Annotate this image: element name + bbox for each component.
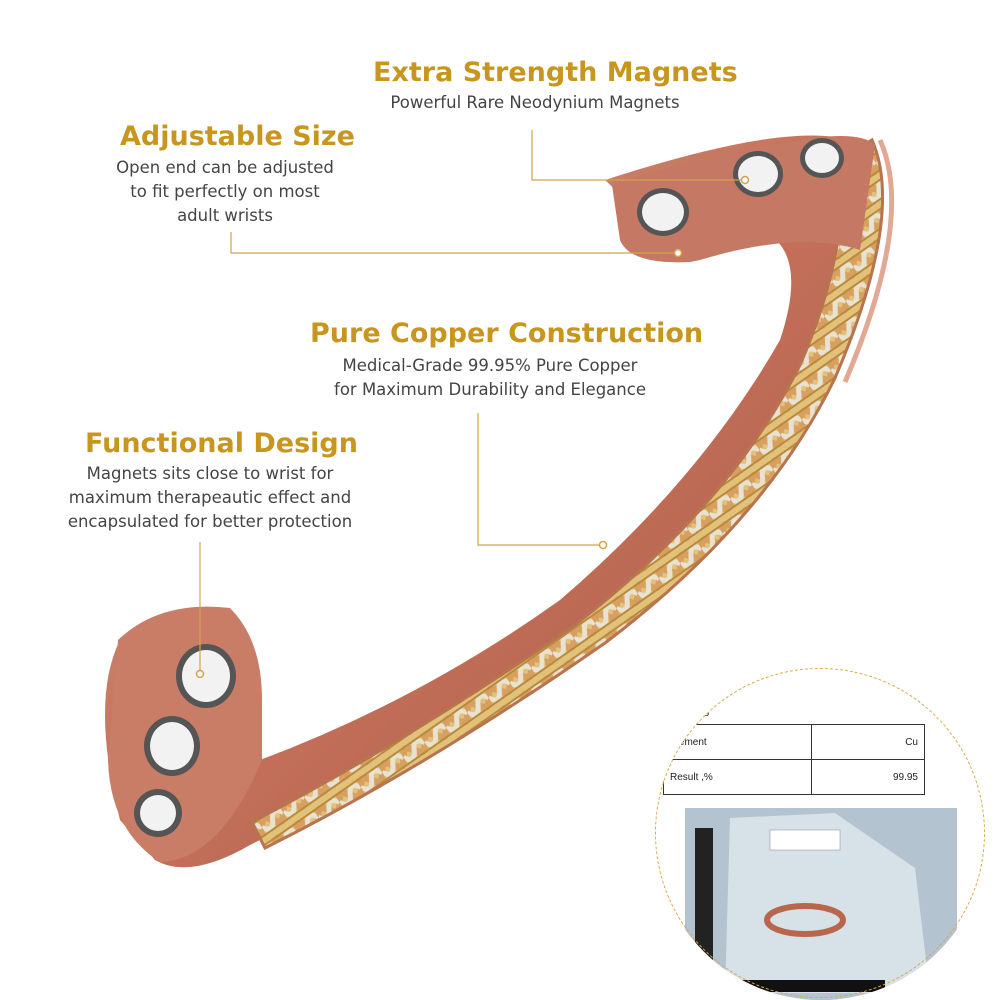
magnet-icon	[144, 716, 200, 776]
callout-dot	[673, 248, 683, 258]
callout-dot	[195, 669, 205, 679]
design-callout-title: Functional Design	[85, 428, 358, 459]
certificate-inset-border	[655, 668, 985, 998]
magnet-icon	[733, 151, 783, 197]
braided-inlay	[249, 137, 885, 851]
callout-leader-lines	[199, 130, 745, 674]
size-callout-desc: Open end can be adjusted to fit perfectl…	[116, 158, 334, 225]
magnet-icon	[176, 644, 236, 708]
magnet-icon	[637, 188, 689, 236]
certificate-year: 2008	[687, 708, 710, 719]
design-callout-desc: Magnets sits close to wrist for maximum …	[67, 464, 353, 531]
magnet-icon	[134, 789, 182, 837]
magnets-callout-title: Extra Strength Magnets	[373, 57, 738, 88]
callout-dot	[598, 540, 608, 550]
copper-callout-title: Pure Copper Construction	[310, 318, 704, 349]
magnets-callout-desc: Powerful Rare Neodynium Magnets	[390, 93, 680, 112]
callout-dot	[740, 175, 750, 185]
size-callout-title: Adjustable Size	[120, 121, 355, 152]
copper-callout-desc: Medical-Grade 99.95% Pure Copper for Max…	[334, 356, 646, 399]
magnet-icon	[800, 138, 844, 178]
